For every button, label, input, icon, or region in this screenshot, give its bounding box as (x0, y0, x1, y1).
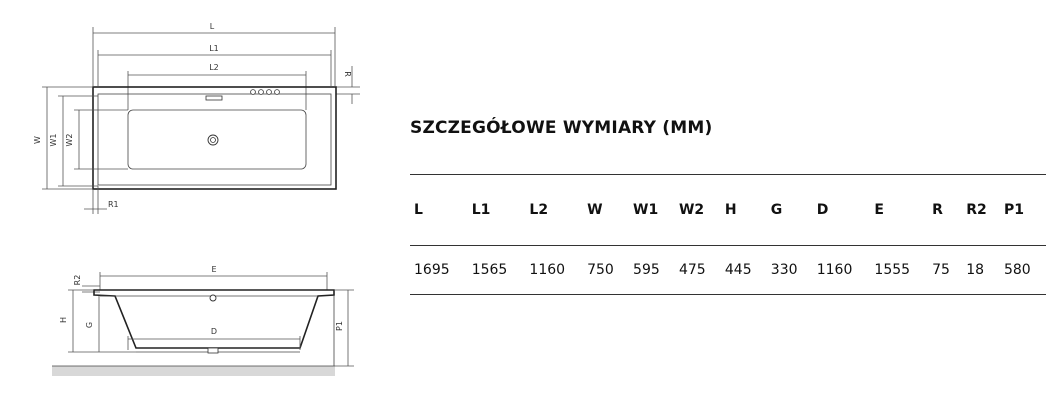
value-cell-l1: 1565 (467, 245, 526, 295)
label-W1: W1 (49, 134, 58, 147)
label-H: H (59, 317, 68, 323)
label-R2: R2 (73, 275, 82, 286)
value-cell-w1: 595 (629, 245, 675, 295)
label-L2: L2 (209, 63, 219, 72)
floor (52, 366, 335, 376)
label-E: E (211, 265, 216, 274)
value-cell-p1: 580 (999, 245, 1046, 295)
drain-icon (207, 134, 219, 146)
column-header-r: R (928, 174, 963, 246)
value-cell-g: 330 (766, 245, 813, 295)
value-cell-d: 1160 (812, 245, 871, 295)
label-W: W (33, 136, 42, 144)
tub-basin (127, 109, 307, 170)
column-header-l2: L2 (525, 174, 584, 246)
label-P1: P1 (335, 321, 344, 331)
value-cell-w2: 475 (674, 245, 721, 295)
side-view: E R2 D H G P1 (52, 265, 354, 376)
value-cell-e: 1555 (870, 245, 929, 295)
faucet-holes-icon (250, 89, 280, 95)
section-title: SZCZEGÓŁOWE WYMIARY (MM) (410, 118, 713, 138)
top-view: L L1 L2 R (33, 22, 360, 214)
value-cell-w: 750 (583, 245, 630, 295)
column-header-d: D (812, 174, 871, 246)
label-D: D (211, 327, 217, 336)
label-W2: W2 (65, 134, 74, 147)
label-R1: R1 (108, 200, 119, 209)
column-header-e: E (870, 174, 929, 246)
column-header-w: W (583, 174, 630, 246)
label-R: R (343, 71, 352, 77)
label-L1: L1 (209, 44, 219, 53)
column-header-p1: P1 (999, 174, 1046, 246)
value-cell-l: 1695 (410, 245, 468, 295)
column-header-h: H (720, 174, 767, 246)
column-header-r2: R2 (962, 174, 1000, 246)
bathtub-technical-drawing: L L1 L2 R (33, 22, 360, 376)
value-cell-l2: 1160 (525, 245, 584, 295)
overflow-icon (205, 95, 223, 101)
column-header-w1: W1 (629, 174, 675, 246)
overflow-side-icon (209, 294, 217, 302)
label-G: G (85, 322, 94, 328)
column-header-l: L (410, 174, 468, 246)
column-header-l1: L1 (467, 174, 526, 246)
value-cell-r2: 18 (962, 245, 1000, 295)
column-header-w2: W2 (674, 174, 721, 246)
value-cell-r: 75 (928, 245, 963, 295)
value-cell-h: 445 (720, 245, 767, 295)
column-header-g: G (766, 174, 813, 246)
tub-outer-rim (92, 86, 337, 190)
label-L: L (210, 22, 215, 31)
